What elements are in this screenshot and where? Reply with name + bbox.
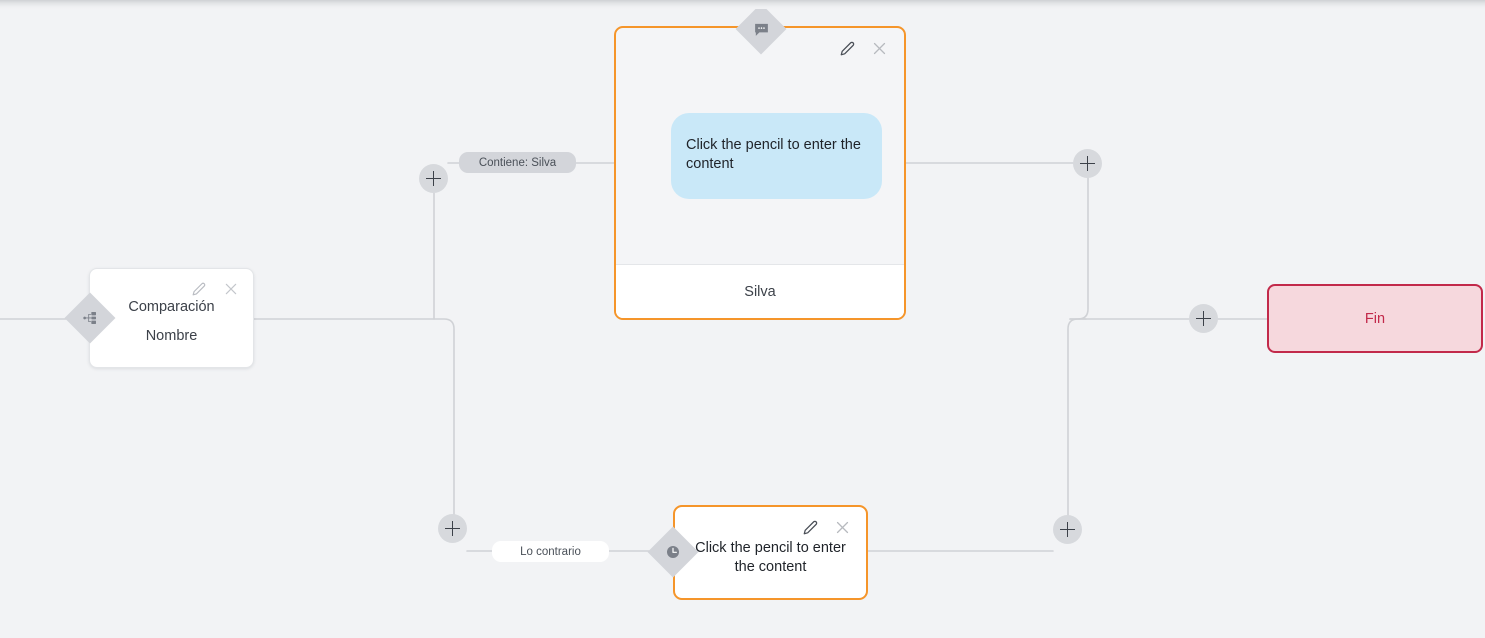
edge-split-trunk-lower (253, 318, 455, 517)
comparacion-node[interactable]: Comparación Nombre (89, 268, 254, 368)
end-node[interactable]: Fin (1267, 284, 1483, 353)
comparacion-node-subtitle: Nombre (145, 328, 198, 344)
comparacion-node-actions (191, 281, 239, 297)
delay-badge[interactable] (647, 526, 699, 578)
comparacion-node-title: Comparación (128, 299, 215, 315)
pencil-icon[interactable] (191, 281, 207, 297)
close-icon[interactable] (223, 281, 239, 297)
end-node-label: Fin (1364, 310, 1386, 327)
close-icon[interactable] (871, 40, 887, 56)
delay-node-actions (802, 519, 850, 535)
message-badge[interactable] (735, 3, 787, 55)
add-step-bottom-right-button[interactable] (1053, 515, 1082, 544)
clock-icon (664, 543, 682, 561)
edge-plus-up-merge (1067, 318, 1087, 516)
delay-node-text[interactable]: Click the pencil to enter the content (695, 540, 846, 575)
branch-split-badge[interactable] (64, 292, 116, 344)
edge-label-false[interactable]: Lo contrario (492, 541, 609, 562)
message-bubble[interactable]: Click the pencil to enter the content (671, 113, 882, 199)
message-bubble-icon (752, 20, 770, 38)
add-step-top-right-button[interactable] (1073, 149, 1102, 178)
add-step-top-left-button[interactable] (419, 164, 448, 193)
message-node[interactable]: Click the pencil to enter the content Si… (614, 26, 906, 320)
add-step-bottom-left-button[interactable] (438, 514, 467, 543)
comparacion-node-body: Comparación Nombre (90, 299, 253, 344)
add-step-before-end-button[interactable] (1189, 304, 1218, 333)
message-node-actions (839, 40, 887, 56)
message-node-footer: Silva (616, 264, 904, 318)
branch-split-icon (81, 309, 99, 327)
delay-node[interactable]: Click the pencil to enter the content (673, 505, 868, 600)
edge-label-true[interactable]: Contiene: Silva (459, 152, 576, 173)
pencil-icon[interactable] (802, 519, 818, 535)
toolbar-shadow (0, 0, 1485, 9)
edge-plus-down-merge (1069, 177, 1089, 320)
pencil-icon[interactable] (839, 40, 855, 56)
close-icon[interactable] (834, 519, 850, 535)
